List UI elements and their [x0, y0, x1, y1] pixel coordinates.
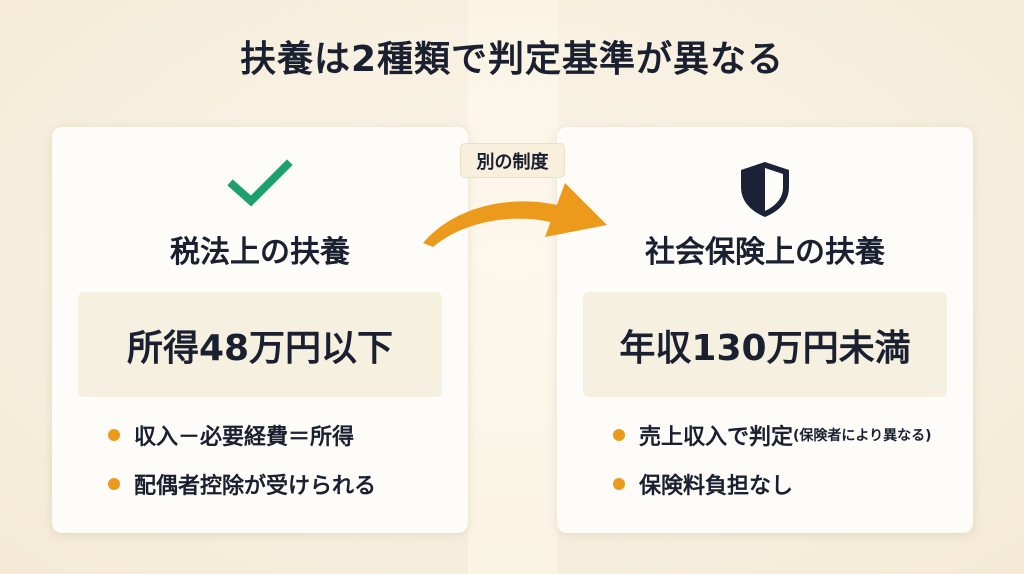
check-icon	[227, 159, 293, 213]
bullet-text: 配偶者控除が受けられる	[134, 474, 377, 499]
bullet-text: 売上収入で判定	[639, 425, 794, 450]
bullet-item: 売上収入で判定(保険者により異なる)	[613, 419, 932, 451]
card-heading: 社会保険上の扶養	[645, 235, 885, 270]
page-title: 扶養は2種類で判定基準が異なる	[239, 39, 785, 80]
social-insurance-dependent-card: 社会保険上の扶養 年収130万円未満 売上収入で判定(保険者により異なる) 保険…	[557, 127, 973, 533]
connector-label: 別の制度	[460, 143, 565, 178]
tax-dependent-card: 税法上の扶養 所得48万円以下 収入－必要経費＝所得 配偶者控除が受けられる	[52, 127, 468, 533]
criterion-box: 年収130万円未満	[583, 292, 947, 397]
bullet-text: 収入－必要経費＝所得	[134, 425, 355, 450]
shield-icon	[737, 159, 793, 223]
card-heading: 税法上の扶養	[170, 235, 350, 270]
bullet-item: 配偶者控除が受けられる	[108, 468, 376, 500]
arrow-icon	[415, 175, 610, 254]
bullet-dot-icon	[613, 478, 625, 490]
bullet-dot-icon	[108, 478, 120, 490]
bullet-note: (保険者により異なる)	[793, 428, 932, 444]
bullet-item: 収入－必要経費＝所得	[108, 419, 354, 451]
bullet-text: 保険料負担なし	[639, 474, 794, 499]
background-band	[468, 0, 558, 574]
bullet-item: 保険料負担なし	[613, 468, 793, 500]
criterion-box: 所得48万円以下	[78, 292, 442, 397]
bullet-dot-icon	[108, 429, 120, 441]
bullet-dot-icon	[613, 429, 625, 441]
